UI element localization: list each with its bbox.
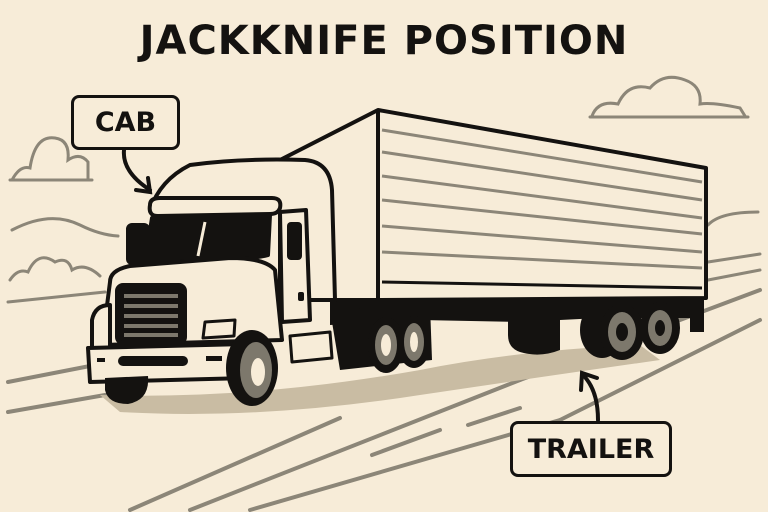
cloud-icon xyxy=(588,75,750,119)
cab-rear-wheels xyxy=(330,305,432,373)
cab-callout-arrow xyxy=(121,148,153,195)
trailer xyxy=(278,108,708,355)
cab-label: CAB xyxy=(71,95,180,150)
page-title: JACKKNIFE POSITION xyxy=(139,18,629,64)
cloud-icon xyxy=(8,256,102,282)
trailer-label: TRAILER xyxy=(510,421,672,477)
trailer-wheels xyxy=(580,302,680,360)
cab xyxy=(86,157,337,384)
cloud-icon xyxy=(8,136,94,182)
trailer-callout-arrow xyxy=(579,370,600,422)
cab-front-wheels xyxy=(105,330,278,406)
landscape-lines xyxy=(6,210,762,304)
